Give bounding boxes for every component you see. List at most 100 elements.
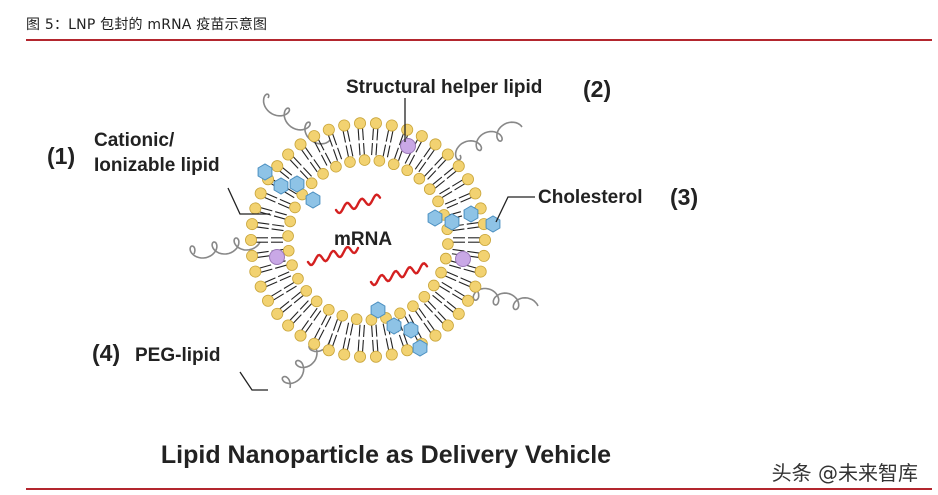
helper-lipid-head: [455, 251, 471, 267]
label-num-3: (3): [670, 184, 698, 210]
lipid-tail: [389, 130, 394, 143]
lipid-tail: [324, 316, 332, 328]
lipid-tail: [256, 250, 269, 254]
cholesterol-molecule: [289, 175, 305, 193]
lipid-tail: [432, 294, 443, 304]
lipid-head: [294, 329, 307, 342]
lipid-head: [369, 350, 382, 363]
lipid-tail: [337, 147, 343, 160]
lipid-tail: [452, 179, 463, 187]
lipid-tail: [357, 339, 360, 352]
lipid-tail: [313, 159, 322, 170]
lipid-head: [469, 280, 482, 293]
lipid-tail: [299, 300, 309, 310]
lipid-tail: [362, 128, 364, 141]
lipid-tail: [317, 139, 325, 151]
lipid-tail: [382, 323, 387, 336]
lipid-tail: [301, 320, 309, 331]
lipid-tail: [437, 159, 447, 169]
lipid-tail: [273, 293, 284, 301]
lipid-head: [344, 156, 356, 168]
helper-lipid-head: [269, 249, 285, 265]
cholesterol-molecule: [273, 177, 289, 195]
lipid-head: [354, 117, 367, 130]
lipid-tail: [346, 129, 351, 142]
lipid-head: [432, 195, 444, 208]
lipid-head: [282, 244, 295, 257]
lipid-tail: [289, 311, 299, 321]
lipid-tail: [446, 271, 459, 278]
lipid-tail: [386, 145, 391, 158]
lipid-tail: [320, 314, 328, 326]
lipid-tail: [264, 196, 276, 203]
lipid-tail: [327, 333, 333, 345]
lipid-tail: [434, 180, 445, 189]
lipid-head: [284, 215, 296, 228]
lipid-tail: [441, 191, 453, 199]
watermark: 头条 @未来智库: [771, 461, 918, 485]
lipid-tail: [415, 141, 422, 153]
lipid-head: [441, 148, 454, 161]
lipid-head: [452, 160, 465, 173]
lipid-head: [385, 348, 398, 361]
lipid-tail: [285, 285, 297, 293]
bottom-rule: [26, 488, 932, 490]
lipid-tail: [363, 143, 365, 156]
lipid-tail: [309, 161, 318, 173]
peg-chains: [189, 93, 539, 389]
lipid-head: [407, 300, 419, 312]
lipid-tail: [385, 129, 390, 142]
lipid-tail: [270, 289, 282, 297]
lipid-tail: [327, 135, 333, 147]
cholesterol-molecule: [386, 317, 402, 335]
lipid-tail: [272, 224, 285, 227]
lipid-tail: [265, 192, 278, 199]
lipid-tail: [282, 304, 293, 313]
lipid-tail: [279, 275, 292, 282]
lipid-tail: [393, 147, 399, 160]
lipid-tail: [444, 198, 457, 205]
lipid-tail: [304, 322, 313, 334]
lipid-tail: [313, 310, 322, 321]
lipid-tail: [301, 149, 309, 160]
label-cholesterol: Cholesterol: [538, 187, 643, 208]
mrna-strands: [306, 193, 429, 287]
lipid-tail: [460, 277, 472, 284]
lipid-tail: [371, 324, 373, 337]
lipid-tail: [279, 198, 292, 205]
helper-lipids: [269, 138, 471, 267]
lipid-tail: [466, 222, 479, 225]
lipid-head: [469, 187, 482, 200]
lipid-tail: [427, 300, 437, 310]
lipid-tail: [289, 159, 299, 169]
lipid-head: [429, 138, 442, 151]
lipid-tail: [345, 145, 350, 158]
lipid-tail: [371, 143, 373, 156]
lipid-tail: [452, 228, 465, 232]
lipid-head: [373, 155, 386, 167]
lipid-head: [271, 160, 284, 173]
lipid-head: [477, 249, 490, 262]
peg-chain: [454, 121, 523, 161]
mrna-strand: [306, 245, 360, 267]
label-num-2: (2): [583, 76, 611, 102]
lipid-tail: [389, 337, 394, 350]
lipid-head: [254, 187, 267, 200]
lipid-head: [478, 233, 491, 246]
lipid-tail: [337, 320, 343, 333]
lipid-tail: [458, 192, 471, 199]
lipid-head: [452, 307, 465, 320]
lipid-tail: [376, 339, 379, 352]
lipid-tail: [398, 133, 404, 146]
lipid-tail: [418, 307, 427, 319]
lipid-tail: [264, 277, 276, 284]
cholesterol-molecule: [444, 213, 460, 231]
lipid-tail: [292, 314, 302, 324]
lipid-tail: [291, 291, 302, 300]
lipid-tail: [454, 183, 466, 191]
lipid-tails: [256, 128, 480, 352]
cholesterol-molecule: [412, 339, 428, 357]
peg-chain: [189, 237, 261, 259]
lipid-tail: [441, 281, 453, 289]
lipid-head: [435, 266, 447, 279]
